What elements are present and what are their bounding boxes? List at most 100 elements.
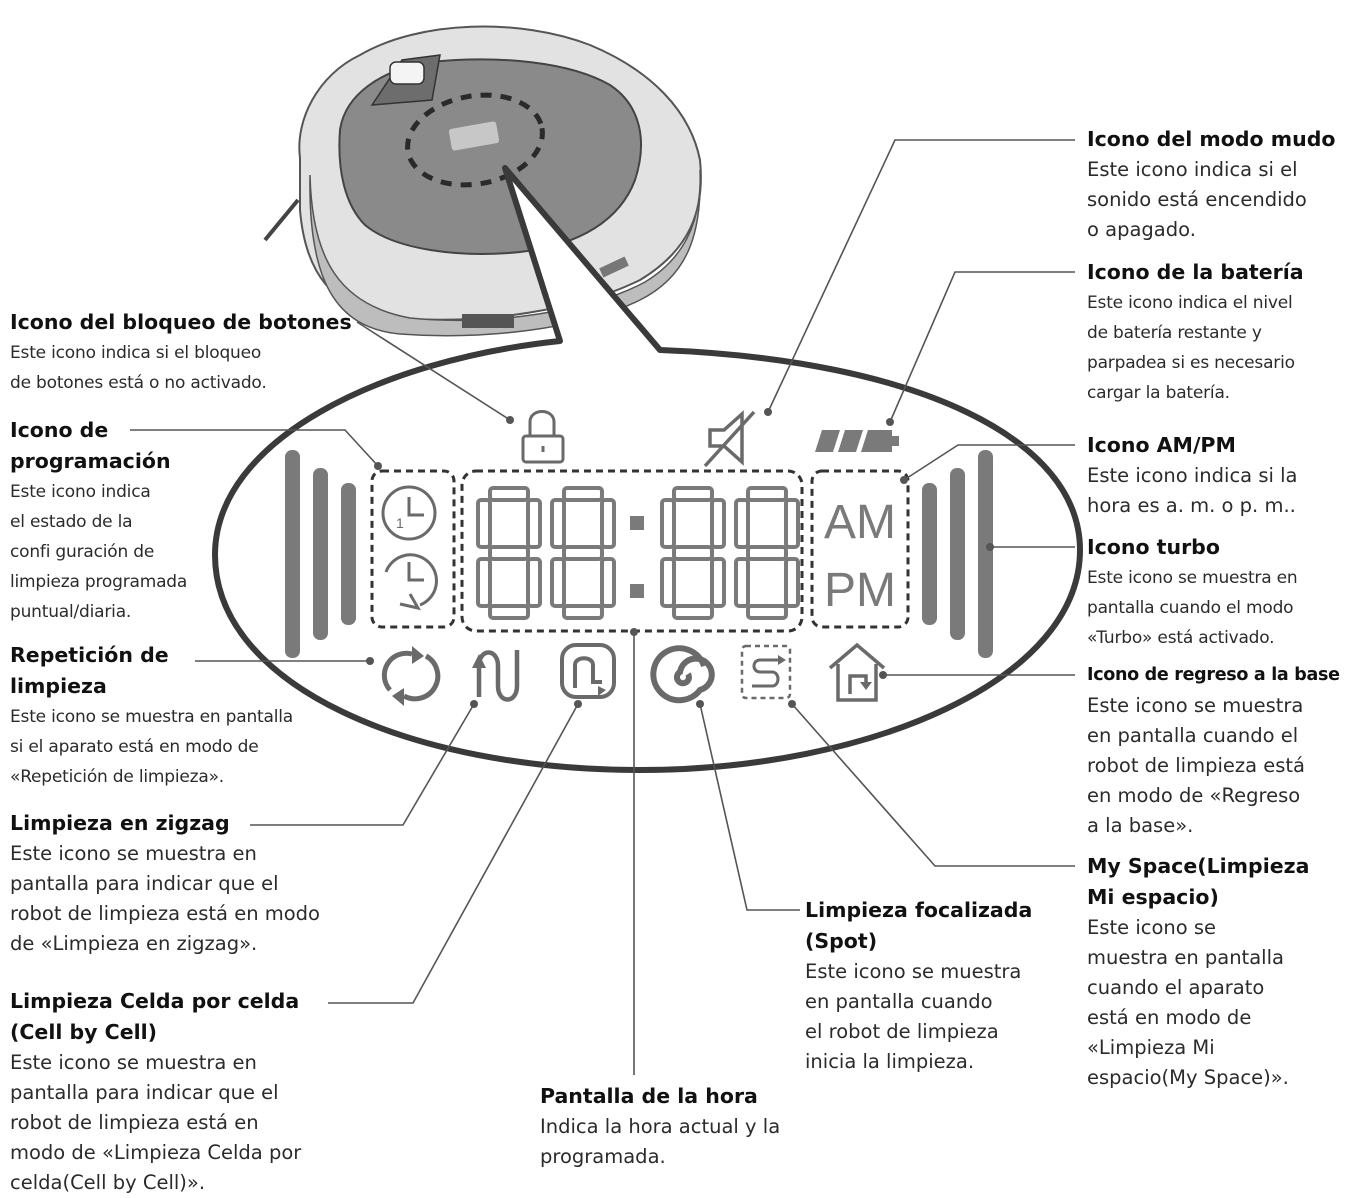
home-icon — [828, 642, 886, 702]
repeat-title-1: Repetición de — [10, 643, 169, 667]
leader-spot — [699, 703, 800, 911]
spot-title-2: (Spot) — [805, 929, 878, 953]
turbo-desc-3: «Turbo» está activado. — [1087, 628, 1275, 648]
spot-title-1: Limpieza focalizada — [805, 898, 1033, 922]
leader-button-lock — [356, 321, 511, 421]
battery-title: Icono de la batería — [1087, 260, 1304, 284]
callout-ampm: Icono AM/PM Este icono indica si la hora… — [1087, 430, 1345, 521]
cell-desc-2: pantalla para indicar que el — [10, 1081, 279, 1104]
leader-ampm — [903, 444, 1075, 481]
turbo-title: Icono turbo — [1087, 535, 1220, 559]
time-display-digits — [476, 486, 800, 620]
mute-title: Icono del modo mudo — [1087, 127, 1336, 151]
battery-desc-4: cargar la batería. — [1087, 383, 1230, 403]
spot-desc-3: el robot de limpieza — [805, 1020, 999, 1043]
schedule-desc-5: puntual/diaria. — [10, 602, 132, 622]
ampm-title: Icono AM/PM — [1087, 433, 1236, 457]
callout-repeat: Repetición de limpieza Este icono se mue… — [10, 640, 350, 792]
zigzag-desc-4: de «Limpieza en zigzag». — [10, 932, 258, 955]
repeat-desc-2: si el aparato está en modo de — [10, 737, 259, 757]
ampm-desc-2: hora es a. m. o p. m.. — [1087, 494, 1296, 517]
myspace-icon — [740, 644, 792, 700]
callout-mute: Icono del modo mudo Este icono indica si… — [1087, 124, 1345, 245]
leader-cell — [328, 703, 579, 1004]
schedule-desc-1: Este icono indica — [10, 482, 151, 502]
robot-vacuum-illustration — [263, 25, 702, 337]
button-lock-desc-1: Este icono indica si el bloqueo — [10, 343, 262, 363]
callout-battery: Icono de la batería Este icono indica el… — [1087, 257, 1345, 408]
seven-segment-digit-2 — [550, 486, 616, 620]
cell-title-1: Limpieza Celda por celda — [10, 989, 300, 1013]
myspace-title-1: My Space(Limpieza — [1087, 854, 1310, 878]
cell-desc-1: Este icono se muestra en — [10, 1051, 257, 1074]
battery-desc-2: de batería restante y — [1087, 323, 1262, 343]
ampm-desc-1: Este icono indica si la — [1087, 464, 1298, 487]
turbo-desc-2: pantalla cuando el modo — [1087, 598, 1294, 618]
mute-icon — [703, 410, 756, 468]
callout-button-lock: Icono del bloqueo de botones Este icono … — [10, 307, 370, 398]
mute-desc-1: Este icono indica si el — [1087, 158, 1298, 181]
callout-zigzag: Limpieza en zigzag Este icono se muestra… — [10, 808, 410, 959]
callout-time: Pantalla de la hora Indica la hora actua… — [540, 1081, 860, 1172]
seven-segment-digit-3 — [660, 486, 726, 620]
home-desc-5: a la base». — [1087, 814, 1194, 837]
zigzag-icon — [472, 650, 520, 702]
time-colon — [630, 516, 644, 598]
leader-zigzag — [250, 703, 475, 826]
time-title: Pantalla de la hora — [540, 1084, 758, 1108]
seven-segment-digit-1 — [476, 486, 542, 620]
callout-spot: Limpieza focalizada (Spot) Este icono se… — [805, 895, 1075, 1077]
clock-once-icon: 1 — [381, 485, 437, 541]
spot-desc-4: inicia la limpieza. — [805, 1050, 975, 1073]
myspace-desc-6: espacio(My Space)». — [1087, 1066, 1289, 1089]
cell-desc-5: celda(Cell by Cell)». — [10, 1171, 206, 1194]
mute-desc-2: sonido está encendido — [1087, 188, 1307, 211]
seven-segment-digit-4 — [734, 486, 800, 620]
home-desc-4: en modo de «Regreso — [1087, 784, 1301, 807]
schedule-title-2: programación — [10, 449, 171, 473]
seven-segment-text: 88:88 — [629, 639, 635, 641]
lock-icon — [521, 410, 565, 464]
callout-schedule: Icono de programación Este icono indica … — [10, 415, 230, 627]
time-desc-1: Indica la hora actual y la — [540, 1115, 781, 1138]
zigzag-desc-2: pantalla para indicar que el — [10, 872, 279, 895]
zigzag-desc-1: Este icono se muestra en — [10, 842, 257, 865]
callout-cell: Limpieza Celda por celda (Cell by Cell) … — [10, 986, 410, 1198]
myspace-desc-3: cuando el aparato — [1087, 976, 1265, 999]
cell-desc-4: modo de «Limpieza Celda por — [10, 1141, 302, 1164]
callout-myspace: My Space(Limpieza Mi espacio) Este icono… — [1087, 851, 1345, 1093]
schedule-desc-4: limpieza programada — [10, 572, 188, 592]
time-frame — [460, 469, 804, 633]
callout-home: Icono de regreso a la base Este icono se… — [1087, 660, 1345, 841]
time-desc-2: programada. — [540, 1145, 666, 1168]
myspace-desc-2: muestra en pantalla — [1087, 946, 1284, 969]
schedule-desc-3: confi guración de — [10, 542, 155, 562]
svg-text:1: 1 — [396, 515, 404, 531]
myspace-title-2: Mi espacio) — [1087, 885, 1219, 909]
myspace-desc-5: «Limpieza Mi — [1087, 1036, 1215, 1059]
callout-turbo: Icono turbo Este icono se muestra en pan… — [1087, 532, 1345, 653]
zigzag-title: Limpieza en zigzag — [10, 811, 230, 835]
zigzag-desc-3: robot de limpieza está en modo — [10, 902, 320, 925]
myspace-desc-1: Este icono se — [1087, 916, 1217, 939]
mute-desc-3: o apagado. — [1087, 218, 1196, 241]
battery-desc-3: parpadea si es necesario — [1087, 353, 1295, 373]
cell-icon — [560, 643, 616, 699]
ampm-frame — [810, 469, 910, 629]
pm-label: PM — [824, 564, 896, 617]
leader-battery — [889, 271, 1075, 423]
repeat-desc-3: «Repetición de limpieza». — [10, 767, 224, 787]
clock-daily-icon — [384, 553, 438, 611]
schedule-title-1: Icono de — [10, 418, 109, 442]
cell-title-2: (Cell by Cell) — [10, 1020, 158, 1044]
home-desc-3: robot de limpieza está — [1087, 754, 1306, 777]
battery-icon — [815, 430, 899, 452]
turbo-icon — [922, 450, 993, 658]
schedule-frame — [370, 469, 456, 629]
display-bubble — [212, 165, 1083, 773]
leader-schedule — [130, 429, 379, 467]
leader-myspace — [791, 703, 1075, 867]
home-desc-1: Este icono se muestra — [1087, 694, 1304, 717]
leader-mute — [767, 139, 1075, 413]
